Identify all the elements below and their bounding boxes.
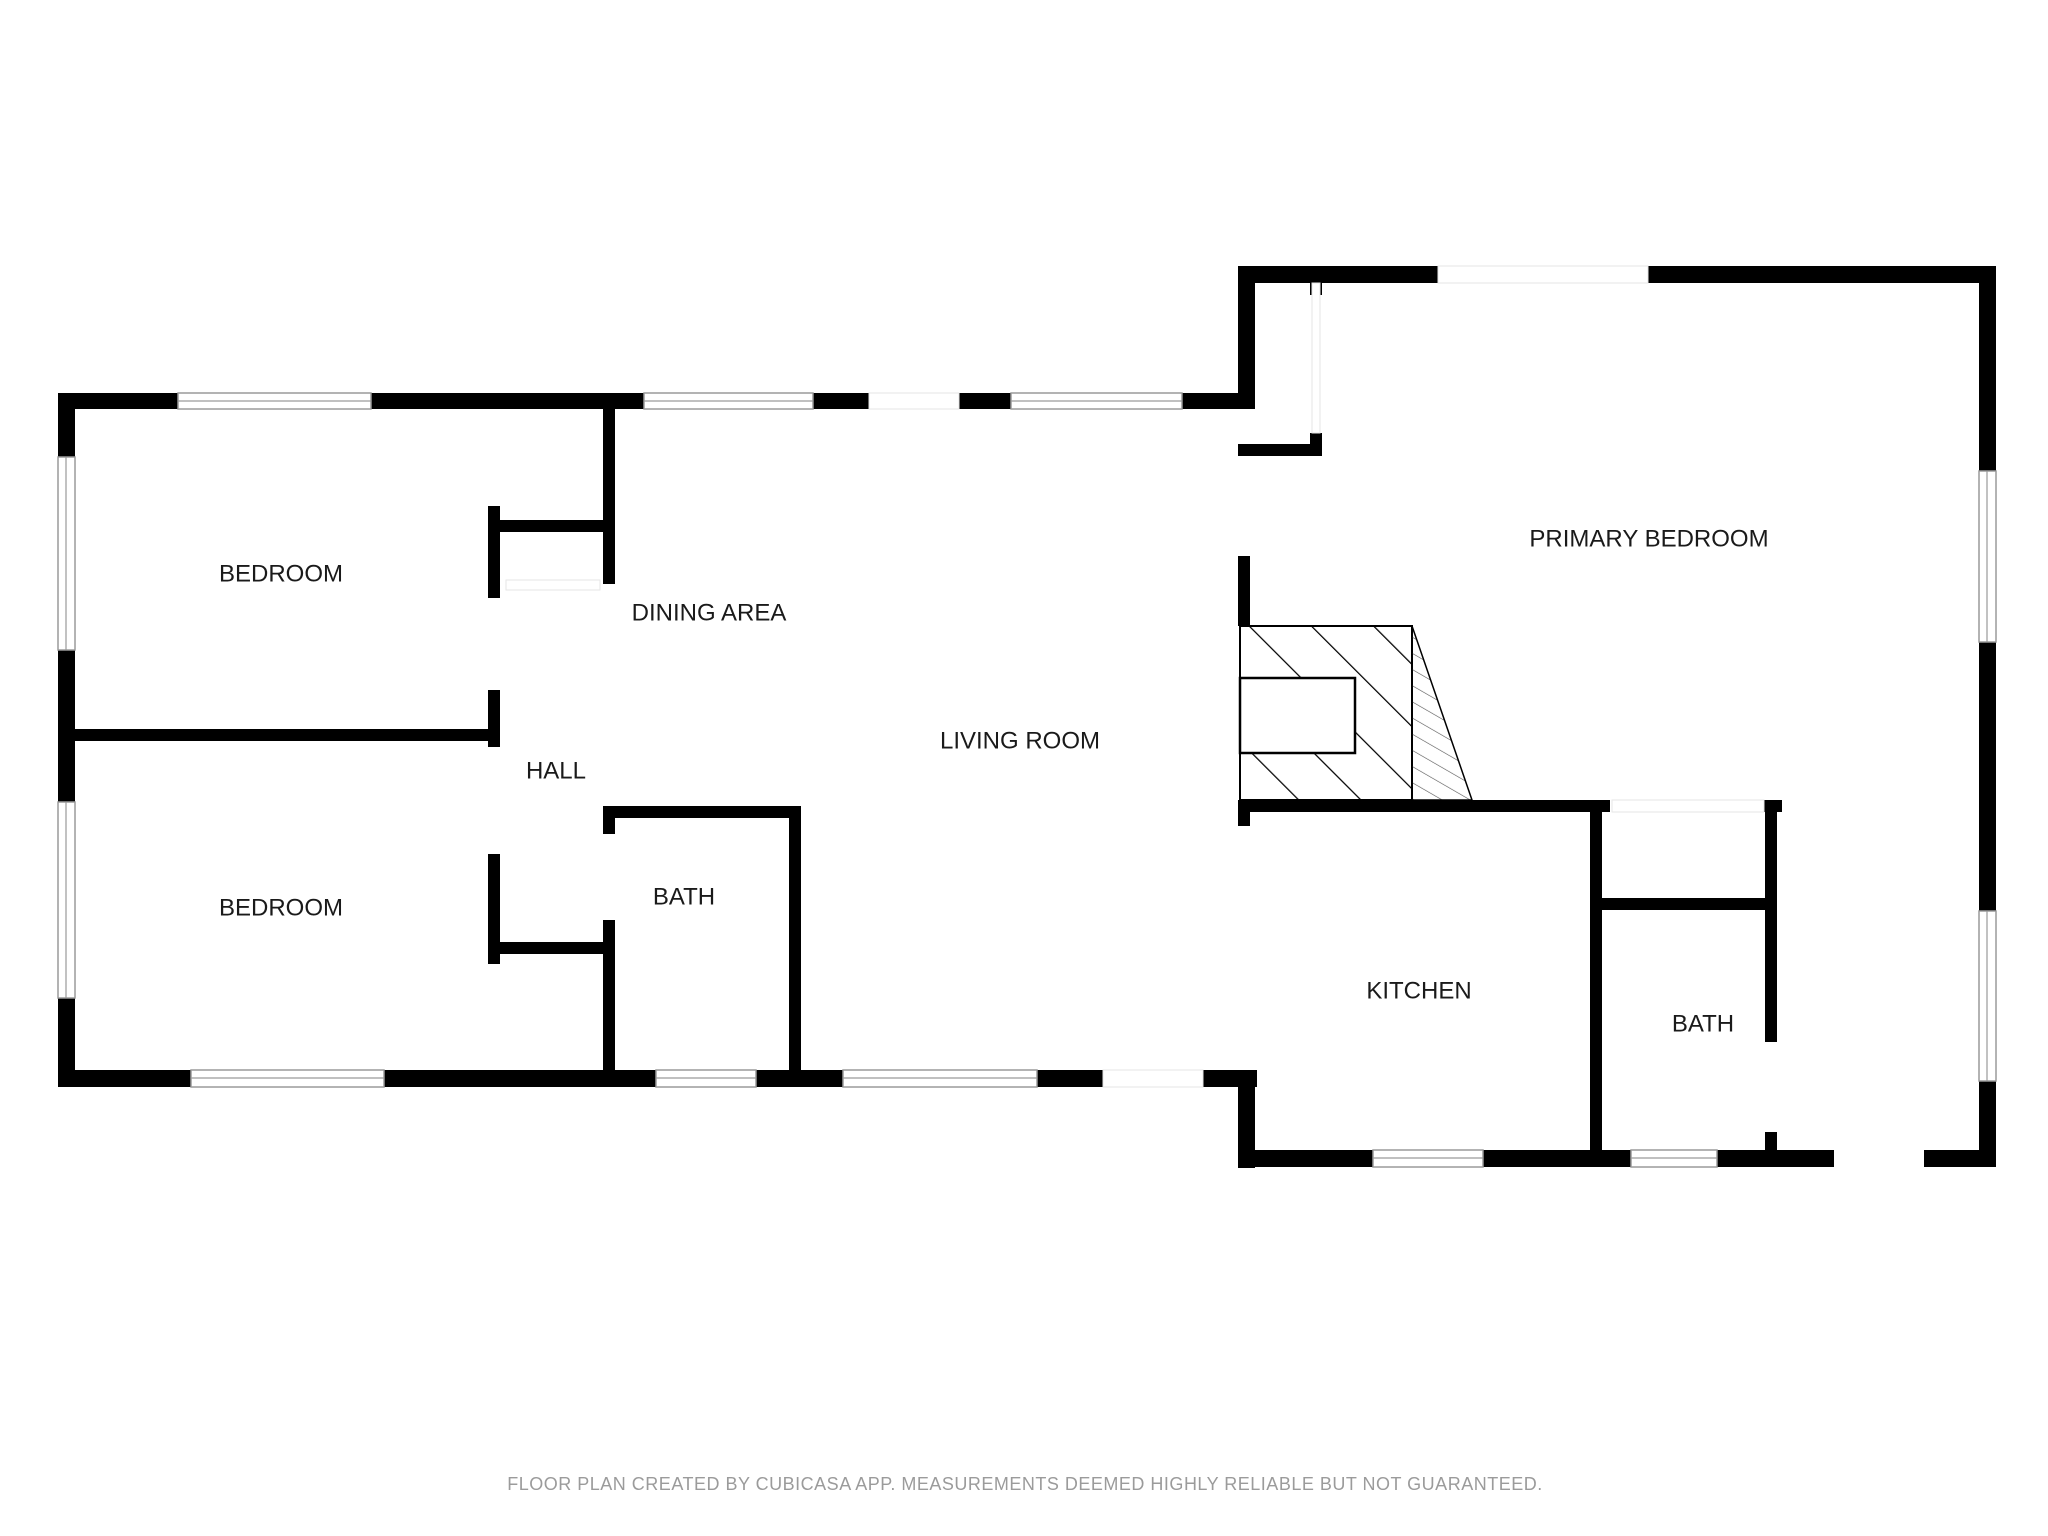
fireplace-firebox <box>1238 676 1357 755</box>
room-label-living-room: LIVING ROOM <box>940 727 1100 754</box>
wall-bath-right-top <box>1590 898 1775 910</box>
door-openings <box>505 265 1765 1088</box>
door-opening <box>505 579 601 591</box>
wall-bath-right-right-b <box>1765 1132 1777 1157</box>
wall-bath-left-left-b <box>603 920 615 1080</box>
door-opening <box>1311 282 1321 434</box>
wall-closet-mid <box>488 520 615 532</box>
wall-primary-closet-right-b <box>1310 433 1322 456</box>
footer-disclaimer: FLOOR PLAN CREATED BY CUBICASA APP. MEAS… <box>507 1474 1542 1494</box>
wall-step-kitchen <box>1238 1070 1255 1168</box>
windows <box>57 392 1997 1168</box>
wall-bath-left-right <box>789 806 801 1080</box>
wall-primary-closet-bottom <box>1238 444 1322 456</box>
wall-bath-left-top <box>603 806 801 818</box>
door-opening <box>1102 1069 1204 1088</box>
wall-closet-right <box>603 409 615 584</box>
room-label-bedroom-upper: BEDROOM <box>219 560 343 587</box>
door-opening <box>868 392 960 410</box>
room-label-hall: HALL <box>526 757 586 784</box>
wall-wing-left <box>1238 266 1255 409</box>
room-label-primary-bedroom: PRIMARY BEDROOM <box>1529 525 1768 552</box>
room-label-bath-left: BATH <box>653 883 715 910</box>
wall-bath-left-left <box>603 806 615 834</box>
wall-kitchen-top <box>1238 800 1610 812</box>
wall-kitchen-bath <box>1590 800 1602 1160</box>
wall-bedroom-divider <box>58 729 494 741</box>
room-labels: BEDROOM BEDROOM HALL DINING AREA LIVING … <box>219 525 1769 1037</box>
wall-bottom-wing-b <box>1924 1150 1996 1167</box>
wall-lower-closet <box>488 942 614 954</box>
interior-walls <box>58 283 1782 1160</box>
door-opening <box>1611 799 1765 813</box>
fireplace <box>1238 625 1474 801</box>
wall-hall-left-a <box>488 506 500 598</box>
wall-hall-left-c <box>488 854 500 964</box>
room-label-dining-area: DINING AREA <box>632 599 787 626</box>
wall-bottom-wing-a <box>1238 1150 1834 1167</box>
fireplace-side <box>1411 625 1474 801</box>
wall-living-right-a <box>1238 556 1250 626</box>
wall-hall-left-b <box>488 690 500 747</box>
room-label-kitchen: KITCHEN <box>1366 977 1471 1004</box>
room-label-bath-right: BATH <box>1672 1010 1734 1037</box>
wall-bath-right-right-a <box>1765 800 1777 1042</box>
room-label-bedroom-lower: BEDROOM <box>219 894 343 921</box>
door-opening <box>1437 265 1649 284</box>
